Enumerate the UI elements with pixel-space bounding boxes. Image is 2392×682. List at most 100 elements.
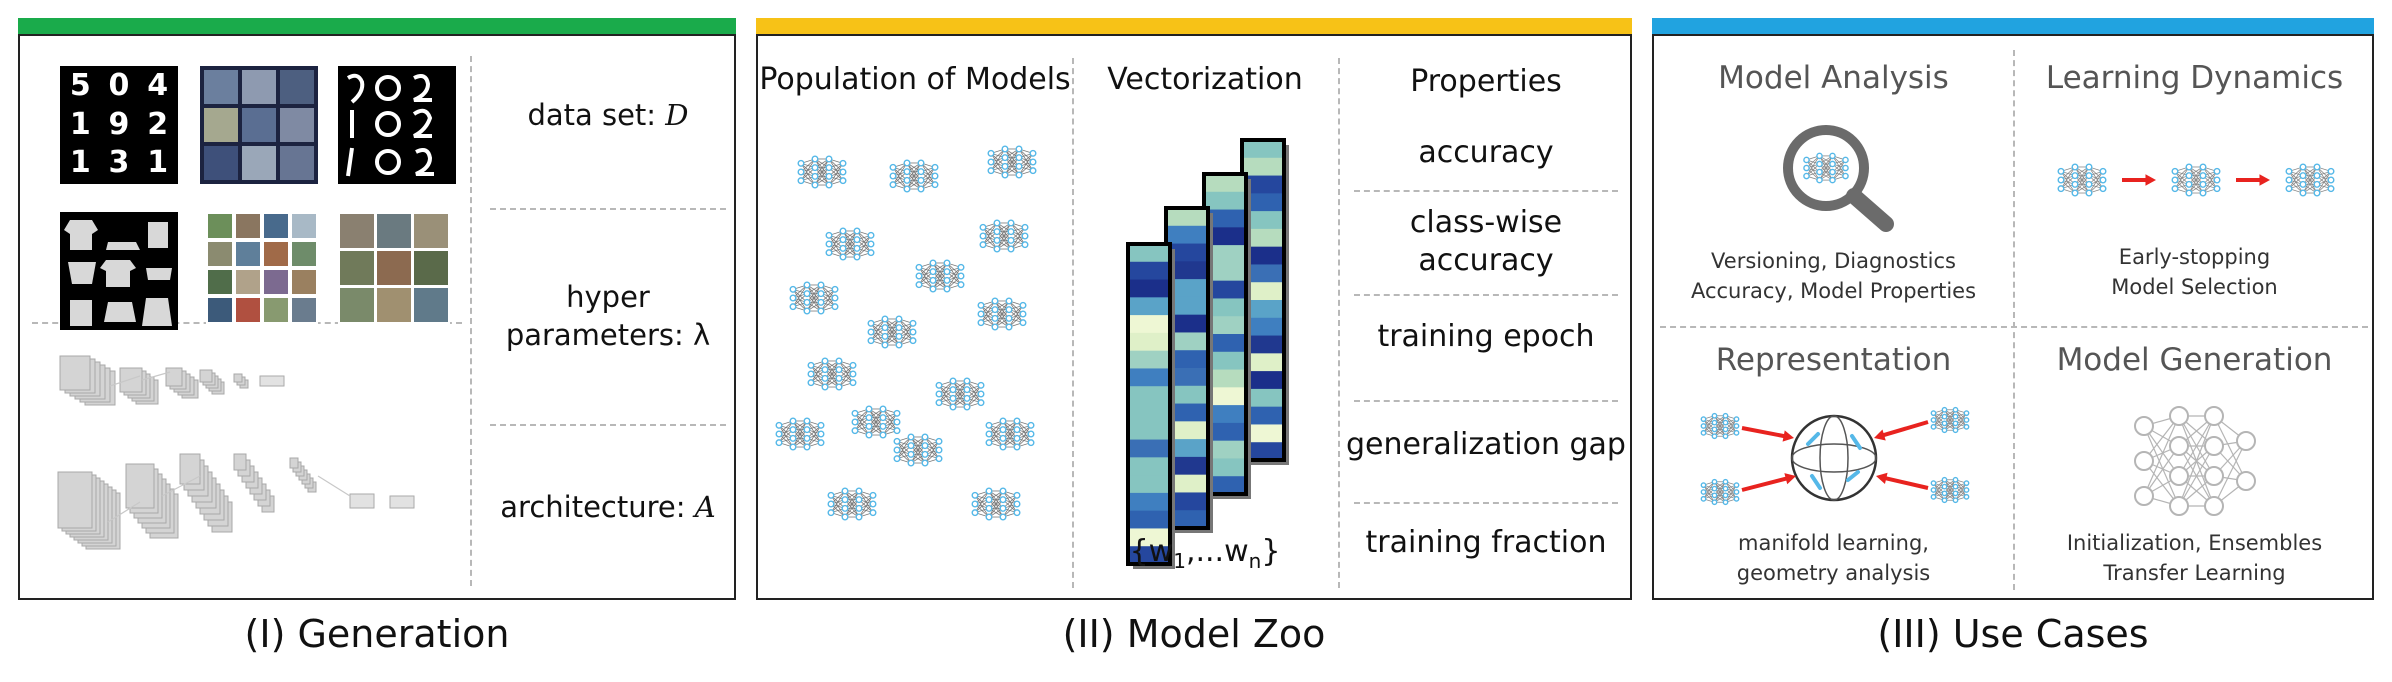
network-icon <box>2171 163 2221 197</box>
weight-vector-stack <box>1126 138 1289 569</box>
network-icon <box>789 281 839 315</box>
mnist-digit: 0 <box>108 68 130 103</box>
generation-panel: 5 0 4 1 9 2 1 3 1 <box>18 34 736 600</box>
mnist-digit: 1 <box>69 106 91 142</box>
vectorization-title: Vectorization <box>1107 62 1303 97</box>
conv-layer-block <box>57 471 121 550</box>
conv-layer-block <box>59 355 116 406</box>
network-icon <box>935 377 985 411</box>
zoo-color-bar <box>756 18 1632 34</box>
learning-dynamics-title: Learning Dynamics <box>2045 60 2344 96</box>
arrow-icon <box>1741 473 1796 492</box>
usecases-divider-vertical <box>2013 50 2015 590</box>
weight-vector <box>1164 206 1213 533</box>
learning-dynamics-diagram <box>2057 163 2335 197</box>
learning-dynamics-line1: Early-stopping <box>2118 245 2271 269</box>
cnn-architecture-diagram <box>57 355 415 550</box>
network-icon <box>2057 163 2107 197</box>
network-icon <box>775 417 825 451</box>
mnist-digit: 1 <box>69 145 91 181</box>
property-generalization-gap: generalization gap <box>1346 427 1626 462</box>
model-generation-title: Model Generation <box>2056 342 2333 378</box>
arrow-icon <box>1876 472 1929 490</box>
network-icon <box>979 219 1029 253</box>
network-icon <box>807 357 857 391</box>
conv-layer-block <box>165 367 199 399</box>
digits-samples <box>338 66 456 184</box>
use-cases-panel: Model Analysis Versioning, Diagnostics A… <box>1652 34 2374 600</box>
representation-diagram <box>1700 406 1970 506</box>
network-icon <box>827 487 877 521</box>
weight-vector <box>1240 138 1289 465</box>
arrow-icon <box>1874 420 1929 441</box>
mnist-samples: 5 0 4 1 9 2 1 3 1 <box>60 66 178 184</box>
svhn-samples <box>200 66 318 184</box>
model-generation-line1: Initialization, Ensembles <box>2066 531 2323 555</box>
network-icon <box>987 145 1037 179</box>
network-icon <box>977 297 1027 331</box>
network-icon <box>915 259 965 293</box>
model-analysis-line2: Accuracy, Model Properties <box>1690 279 1977 303</box>
network-icon <box>889 159 939 193</box>
network-icon <box>2285 163 2335 197</box>
network-icon <box>1930 406 1970 434</box>
cifar100-samples <box>338 212 450 324</box>
zoo-divider-1 <box>1072 58 1074 588</box>
network-icon <box>893 433 943 467</box>
mnist-digit: 2 <box>147 106 169 142</box>
mnist-digit: 3 <box>108 145 130 181</box>
network-icon <box>1803 152 1849 184</box>
population-title: Population of Models <box>759 62 1071 97</box>
model-analysis-title: Model Analysis <box>1718 60 1949 96</box>
dataset-label: data set: D <box>527 98 689 132</box>
weight-vector <box>1202 172 1251 499</box>
usecases-color-bar <box>1652 18 2374 34</box>
mnist-digit: 4 <box>147 68 169 103</box>
model-zoo-panel: Population of Models Vectorization Prope… <box>756 34 1632 600</box>
dataset-symbol: D <box>665 98 689 132</box>
property-classwise-line1: class-wise <box>1409 205 1563 240</box>
model-population <box>775 145 1037 521</box>
model-generation-line2: Transfer Learning <box>2103 561 2286 585</box>
conv-layer-block <box>119 367 159 405</box>
zoo-divider-2 <box>1338 58 1340 588</box>
property-training-fraction: training fraction <box>1365 525 1607 560</box>
hyperparameter-label: hyper parameters: λ <box>490 278 726 354</box>
network-icon <box>1700 412 1740 440</box>
arrow-icon <box>2236 174 2270 186</box>
grey-network-icon <box>2134 406 2256 516</box>
generated-network-icon <box>2134 406 2256 516</box>
property-divider <box>1354 502 1618 504</box>
generation-color-bar <box>18 18 736 34</box>
property-divider <box>1354 190 1618 192</box>
cifar10-samples <box>206 212 318 324</box>
network-icon <box>985 417 1035 451</box>
conv-layer-block <box>233 373 249 389</box>
network-icon <box>867 315 917 349</box>
model-analysis-line1: Versioning, Diagnostics <box>1711 249 1956 273</box>
network-icon <box>1700 478 1740 506</box>
conv-layer-block <box>199 369 225 395</box>
fashion-samples <box>60 212 178 330</box>
representation-title: Representation <box>1715 342 1952 378</box>
learning-dynamics-line2: Model Selection <box>2111 275 2278 299</box>
properties-title: Properties <box>1410 64 1562 99</box>
conv-layer-block <box>179 453 233 533</box>
architecture-symbol: A <box>694 490 716 524</box>
property-divider <box>1354 294 1618 296</box>
arrow-icon <box>2122 174 2156 186</box>
mnist-digit: 5 <box>69 68 91 103</box>
property-accuracy: accuracy <box>1418 135 1554 170</box>
weight-vector <box>1126 242 1175 569</box>
generation-divider-right-2 <box>490 424 726 426</box>
use-cases-caption: (III) Use Cases <box>1877 612 2149 656</box>
network-icon <box>1930 476 1970 504</box>
network-icon <box>825 227 875 261</box>
network-icon <box>851 405 901 439</box>
hyperparameter-line-1: hyper <box>566 280 650 314</box>
hyperparameter-line-2: parameters: λ <box>505 318 711 352</box>
representation-line2: geometry analysis <box>1736 561 1931 585</box>
network-icon <box>797 155 847 189</box>
network-icon <box>971 487 1021 521</box>
magnifier-icon <box>1783 125 1894 232</box>
